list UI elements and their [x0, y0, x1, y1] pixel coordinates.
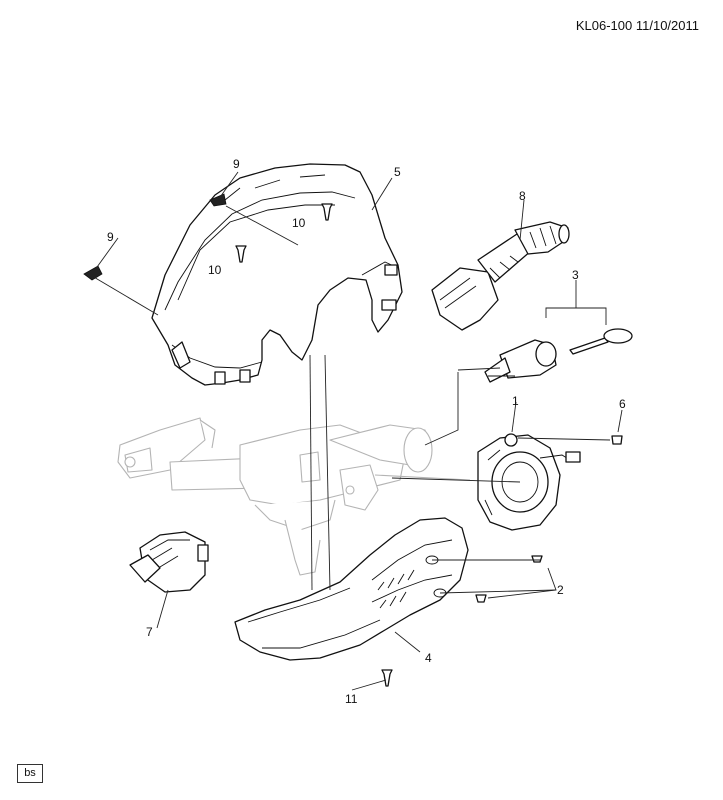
part-7-headlamp-switch — [129, 531, 209, 593]
callout-8: 8 — [519, 189, 526, 203]
part-10-screw-b — [321, 203, 333, 221]
callout-10-b: 10 — [292, 216, 306, 230]
part-1-clock-spring — [477, 433, 581, 531]
steering-column-ghost — [117, 417, 471, 576]
part-3-ignition-switch — [484, 328, 633, 383]
callout-1: 1 — [512, 394, 519, 408]
callout-2: 2 — [557, 583, 564, 597]
part-8-turn-signal-switch — [431, 221, 570, 331]
callout-5: 5 — [394, 165, 401, 179]
diagram-code-date: KL06-100 11/10/2011 — [575, 18, 699, 33]
callout-9-top: 9 — [233, 157, 240, 171]
callout-9-left: 9 — [107, 230, 114, 244]
part-6-screw — [611, 435, 623, 445]
callout-3: 3 — [572, 268, 579, 282]
part-11-screw — [381, 669, 393, 687]
corner-badge: bs — [17, 764, 43, 783]
callout-11: 11 — [345, 692, 358, 706]
callout-4: 4 — [425, 651, 432, 665]
part-2-screw-upper — [531, 555, 543, 563]
callout-10-a: 10 — [208, 263, 222, 277]
part-5-upper-trim-cover — [151, 163, 403, 386]
part-2-screw-lower — [475, 594, 487, 603]
callout-7: 7 — [146, 625, 153, 639]
leader-lines — [91, 171, 623, 691]
part-10-screw-a — [235, 245, 247, 263]
callout-6: 6 — [619, 397, 626, 411]
part-4-lower-trim-cover — [234, 517, 469, 661]
